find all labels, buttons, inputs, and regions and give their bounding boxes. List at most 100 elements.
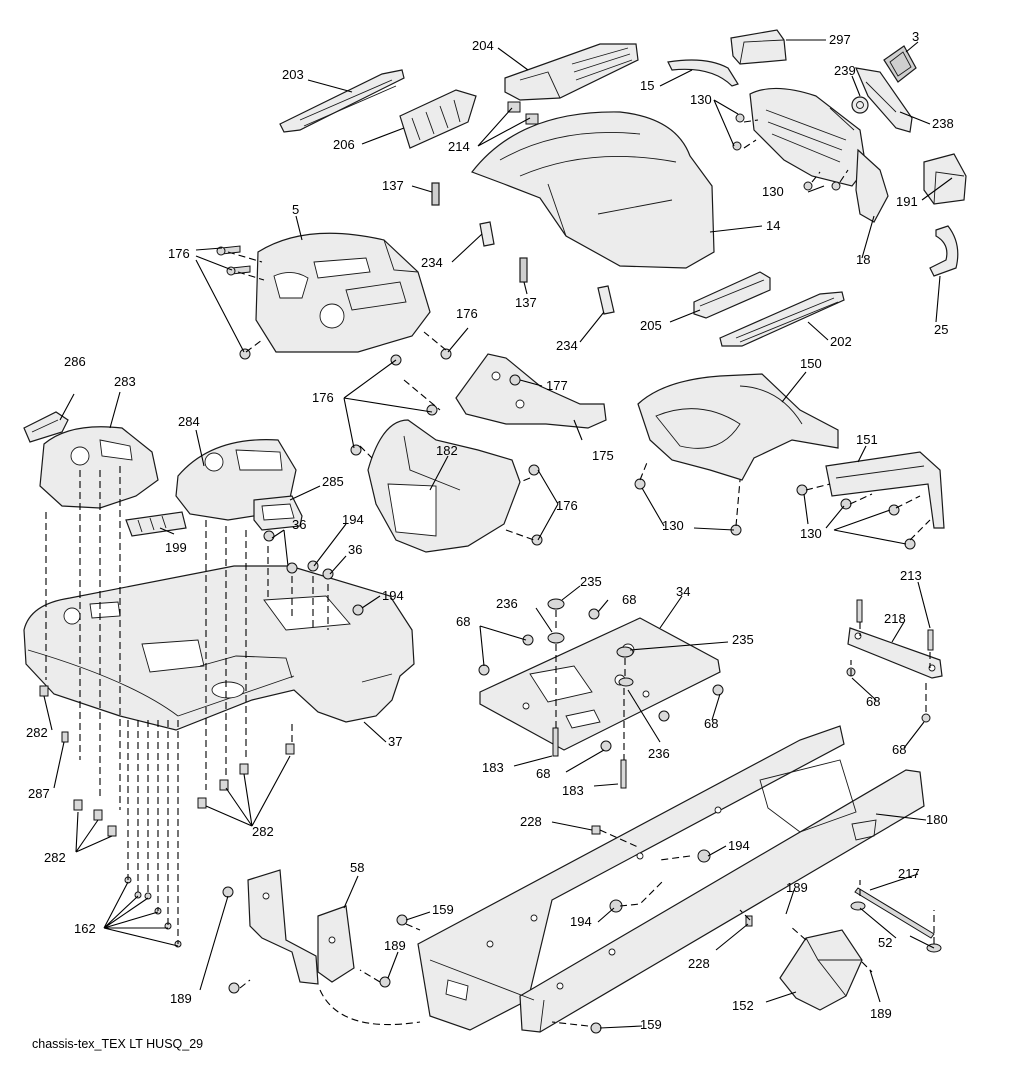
label-68-plate-right: 68 (704, 716, 718, 731)
label-284: 284 (178, 414, 200, 429)
label-175: 175 (592, 448, 614, 463)
label-176-middle: 176 (312, 390, 334, 405)
part-15 (667, 59, 739, 87)
label-15: 15 (640, 78, 654, 93)
label-228-top: 228 (520, 814, 542, 829)
part-283 (39, 426, 159, 509)
label-239: 239 (834, 63, 856, 78)
label-234-bottom: 234 (556, 338, 578, 353)
part-5 (255, 232, 431, 353)
label-206: 206 (333, 137, 355, 152)
label-297: 297 (829, 32, 851, 47)
part-3 (883, 45, 917, 83)
label-189-middle: 189 (384, 938, 406, 953)
part-151 (825, 451, 945, 529)
label-191: 191 (896, 194, 918, 209)
label-235-right: 235 (732, 632, 754, 647)
part-297 (730, 29, 787, 65)
leader-lines (43, 39, 953, 1029)
label-238: 238 (932, 116, 954, 131)
part-137-top (431, 182, 440, 206)
part-217 (850, 887, 942, 953)
label-5: 5 (292, 202, 299, 217)
part-285 (253, 495, 303, 531)
label-58: 58 (350, 860, 364, 875)
label-194-top: 194 (342, 512, 364, 527)
label-130-grille-bottom: 130 (762, 184, 784, 199)
part-234-top (479, 221, 495, 247)
label-176-right: 176 (456, 306, 478, 321)
part-206 (399, 89, 477, 149)
label-25: 25 (934, 322, 948, 337)
label-282-right: 282 (252, 824, 274, 839)
label-213: 213 (900, 568, 922, 583)
label-236-bottom: 236 (648, 746, 670, 761)
label-152: 152 (732, 998, 754, 1013)
label-182: 182 (436, 443, 458, 458)
part-152 (779, 929, 863, 1011)
label-202: 202 (830, 334, 852, 349)
part-214 (507, 101, 539, 125)
part-234-bottom (597, 285, 615, 315)
part-58 (247, 869, 355, 985)
part-180 (417, 725, 925, 1033)
label-3: 3 (912, 29, 919, 44)
part-34 (479, 617, 721, 751)
label-137-bottom: 137 (515, 295, 537, 310)
part-14 (471, 111, 715, 269)
label-217: 217 (898, 866, 920, 881)
label-68-bracket-mid: 68 (866, 694, 880, 709)
label-150: 150 (800, 356, 822, 371)
label-282-left: 282 (26, 725, 48, 740)
label-285: 285 (322, 474, 344, 489)
part-204 (504, 43, 639, 101)
label-286: 286 (64, 354, 86, 369)
part-150 (637, 373, 839, 481)
label-234-top: 234 (421, 255, 443, 270)
label-214: 214 (448, 139, 470, 154)
label-282-lower: 282 (44, 850, 66, 865)
label-151: 151 (856, 432, 878, 447)
part-199 (125, 511, 187, 537)
label-52: 52 (878, 935, 892, 950)
label-176-lower: 176 (556, 498, 578, 513)
part-218 (846, 599, 943, 723)
label-183-left: 183 (482, 760, 504, 775)
callout-labels: 297 3 204 203 15 239 130 238 206 214 130… (26, 29, 954, 1032)
label-180: 180 (926, 812, 948, 827)
label-205: 205 (640, 318, 662, 333)
label-162: 162 (74, 921, 96, 936)
part-182 (367, 419, 521, 553)
fasteners-36-194 (263, 530, 364, 616)
label-204: 204 (472, 38, 494, 53)
label-203: 203 (282, 67, 304, 82)
diagram-reference-caption: chassis-tex_TEX LT HUSQ_29 (32, 1037, 204, 1051)
label-194-lower: 194 (570, 914, 592, 929)
part-175 (455, 353, 607, 429)
label-176-top: 176 (168, 246, 190, 261)
label-14: 14 (766, 218, 780, 233)
label-130-fender: 130 (662, 518, 684, 533)
label-218: 218 (884, 611, 906, 626)
label-159-top: 159 (432, 902, 454, 917)
part-239 (851, 96, 869, 114)
label-236-top: 236 (496, 596, 518, 611)
part-238 (855, 67, 913, 133)
label-68-plate-bottom: 68 (536, 766, 550, 781)
label-34: 34 (676, 584, 690, 599)
label-68-plate-left: 68 (456, 614, 470, 629)
label-37: 37 (388, 734, 402, 749)
label-189-right: 189 (870, 1006, 892, 1021)
label-130-bracket: 130 (800, 526, 822, 541)
part-137-bottom (519, 257, 528, 283)
part-205 (693, 271, 771, 319)
part-203 (279, 69, 405, 133)
label-287: 287 (28, 786, 50, 801)
part-18 (855, 148, 889, 223)
label-235-top: 235 (580, 574, 602, 589)
label-189-left: 189 (170, 991, 192, 1006)
label-194-deck: 194 (382, 588, 404, 603)
label-194-frame: 194 (728, 838, 750, 853)
part-286 (23, 411, 69, 443)
